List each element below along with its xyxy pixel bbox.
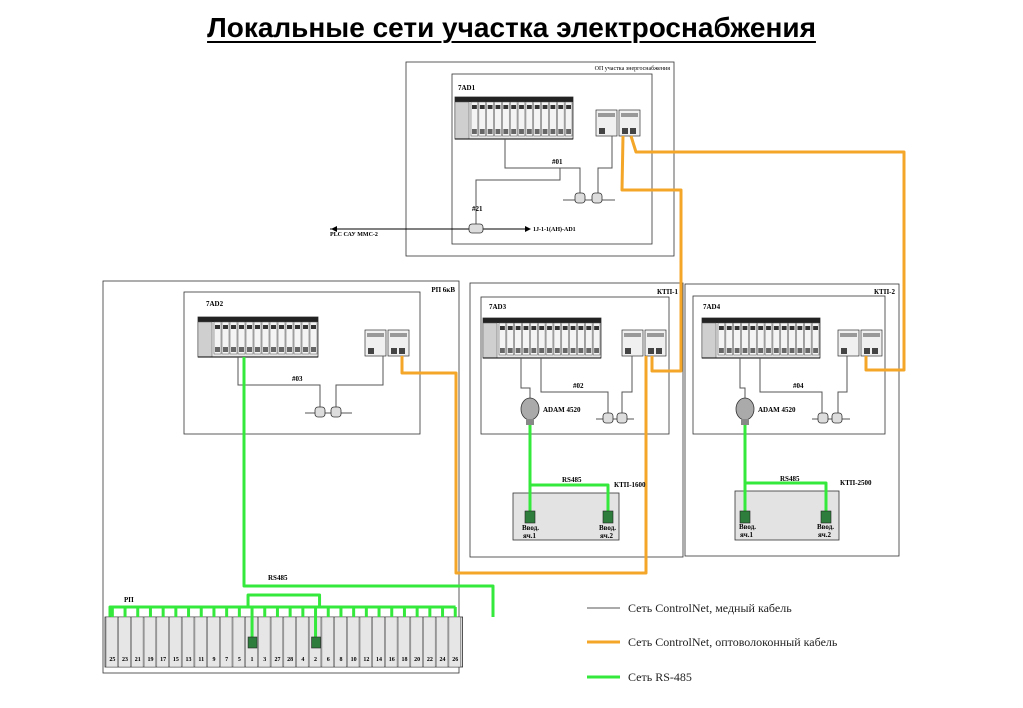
ktp2500-in1b: яч.1 (740, 531, 753, 539)
rs485-rp-trunk (242, 357, 495, 617)
ktp2500-rs-label: RS485 (780, 475, 800, 483)
fiber-ktp1-to-rp (400, 356, 648, 575)
rp-cell-number: 21 (135, 657, 141, 663)
page-title: Локальные сети участка электроснабжения (0, 12, 1023, 44)
ktp2500-in1: Ввод. (739, 523, 756, 531)
page-title-text: Локальные сети участка электроснабжения (207, 12, 816, 43)
fiber-op-to-ktp1 (620, 135, 683, 373)
rp-cell-number: 13 (186, 657, 192, 663)
rp-cell-number: 27 (274, 657, 280, 663)
controlnet-adapter-7ad3 (621, 329, 667, 357)
rp-cell-number: 28 (287, 657, 293, 663)
op-tap-label: #21 (472, 205, 483, 213)
rp-cell-number: 18 (401, 657, 407, 663)
ktp1-zone-label: КТП-1 (657, 288, 679, 296)
op-zone-box (405, 61, 675, 257)
rp-cell-number: 19 (147, 657, 153, 663)
ktp1600-in1: Ввод. (522, 524, 539, 532)
ktp1-rack-label: 7AD3 (489, 303, 507, 311)
rp-zone-box (102, 280, 460, 674)
ktp2-cable-label: #04 (793, 382, 804, 390)
controlnet-adapter-7ad1 (595, 109, 641, 137)
rp-cell-number: 16 (389, 657, 395, 663)
ktp2-inner-box (692, 295, 886, 435)
ktp2500-title: КТП-2500 (840, 479, 872, 487)
adam-label-ktp1: ADAM 4520 (543, 406, 581, 414)
rp-cell-number: 24 (440, 657, 446, 663)
rp-cell-number: 14 (376, 657, 382, 663)
rp-cell-number: 25 (109, 657, 115, 663)
ktp2-zone-label: КТП-2 (874, 288, 896, 296)
rp-cable-label: #03 (292, 375, 303, 383)
adam-converter-ktp1 (520, 397, 540, 425)
op-cable-label: #01 (552, 158, 563, 166)
plc-rack-7ad2 (197, 316, 319, 358)
ktp1600-cabinet (512, 483, 620, 541)
ktp1600-rs-label: RS485 (562, 476, 582, 484)
rp-cell-number: 17 (160, 657, 166, 663)
copper-controlnet-ktp2 (739, 356, 850, 424)
plc-rack-7ad1 (454, 96, 574, 140)
controlnet-adapter-7ad4 (837, 329, 883, 357)
ktp2500-cabinet (734, 481, 840, 541)
plc-rack-7ad3 (482, 317, 602, 359)
rp-cell-number: 12 (363, 657, 369, 663)
rp-cell-number: 6 (327, 657, 330, 663)
rp-cell-number: 10 (351, 657, 357, 663)
op-left-text: PLC САУ ММС-2 (330, 232, 378, 238)
rp-cell-number: 20 (414, 657, 420, 663)
ktp1600-title: КТП-1600 (614, 481, 646, 489)
rp-rack-label: 7AD2 (206, 300, 224, 308)
controlnet-adapter-7ad2 (364, 329, 410, 357)
rp-cell-number: 1 (251, 657, 254, 663)
op-zone-label: ОП участка энергоснабжения (595, 65, 671, 72)
rp-panel-label: РП (124, 596, 134, 604)
rp-cell-number: 15 (173, 657, 179, 663)
copper-controlnet-rp (237, 356, 384, 418)
copper-controlnet-ktp1 (520, 356, 634, 424)
ktp2-rack-label: 7AD4 (703, 303, 721, 311)
plc-rack-7ad4 (701, 317, 821, 359)
rp-cell-number: 2 (314, 657, 317, 663)
rp-cell-number: 26 (452, 657, 458, 663)
adam-label-ktp2: ADAM 4520 (758, 406, 796, 414)
copper-controlnet-op (330, 136, 615, 234)
legend: Сеть ControlNet, медный кабель Сеть Cont… (587, 601, 838, 684)
ktp2500-in2: Ввод. (817, 523, 834, 531)
rp-zone-label: РП 6кВ (431, 286, 455, 294)
ktp1-zone-box (469, 282, 684, 558)
rp-cell-number: 22 (427, 657, 433, 663)
rp-cell-number: 5 (238, 657, 241, 663)
rp-cell-number: 8 (339, 657, 342, 663)
fiber-op-to-ktp2 (629, 135, 906, 372)
rp-cell-number: 4 (301, 657, 304, 663)
ktp1-cable-label: #02 (573, 382, 584, 390)
legend-fiber: Сеть ControlNet, оптоволоконный кабель (628, 635, 838, 649)
ktp2-zone-box (684, 283, 900, 557)
rp-cell-number: 3 (263, 657, 266, 663)
legend-rs485: Сеть RS-485 (628, 670, 692, 684)
op-inner-box (451, 73, 653, 245)
ktp1-inner-box (480, 296, 670, 435)
ktp1600-in2: Ввод. (599, 524, 616, 532)
rp-meter-device (311, 636, 321, 649)
rp-cell-number: 11 (198, 657, 204, 663)
op-rack-label: 7AD1 (458, 84, 476, 92)
adam-converter-ktp2 (735, 397, 755, 425)
rp-cell-number: 9 (212, 657, 215, 663)
legend-copper: Сеть ControlNet, медный кабель (628, 601, 792, 615)
rp-inner-box (183, 291, 421, 435)
op-right-text: 1J-1-1(AH)-AD1 (533, 226, 576, 233)
ktp1600-in2b: яч.2 (600, 532, 613, 540)
rp-rs485-label: RS485 (268, 574, 288, 582)
ktp2500-in2b: яч.2 (818, 531, 831, 539)
rp-meter-device (247, 636, 258, 649)
rp-cell-number: 23 (122, 657, 128, 663)
rp-cell-number: 7 (225, 657, 228, 663)
ktp1600-in1b: яч.1 (523, 532, 536, 540)
